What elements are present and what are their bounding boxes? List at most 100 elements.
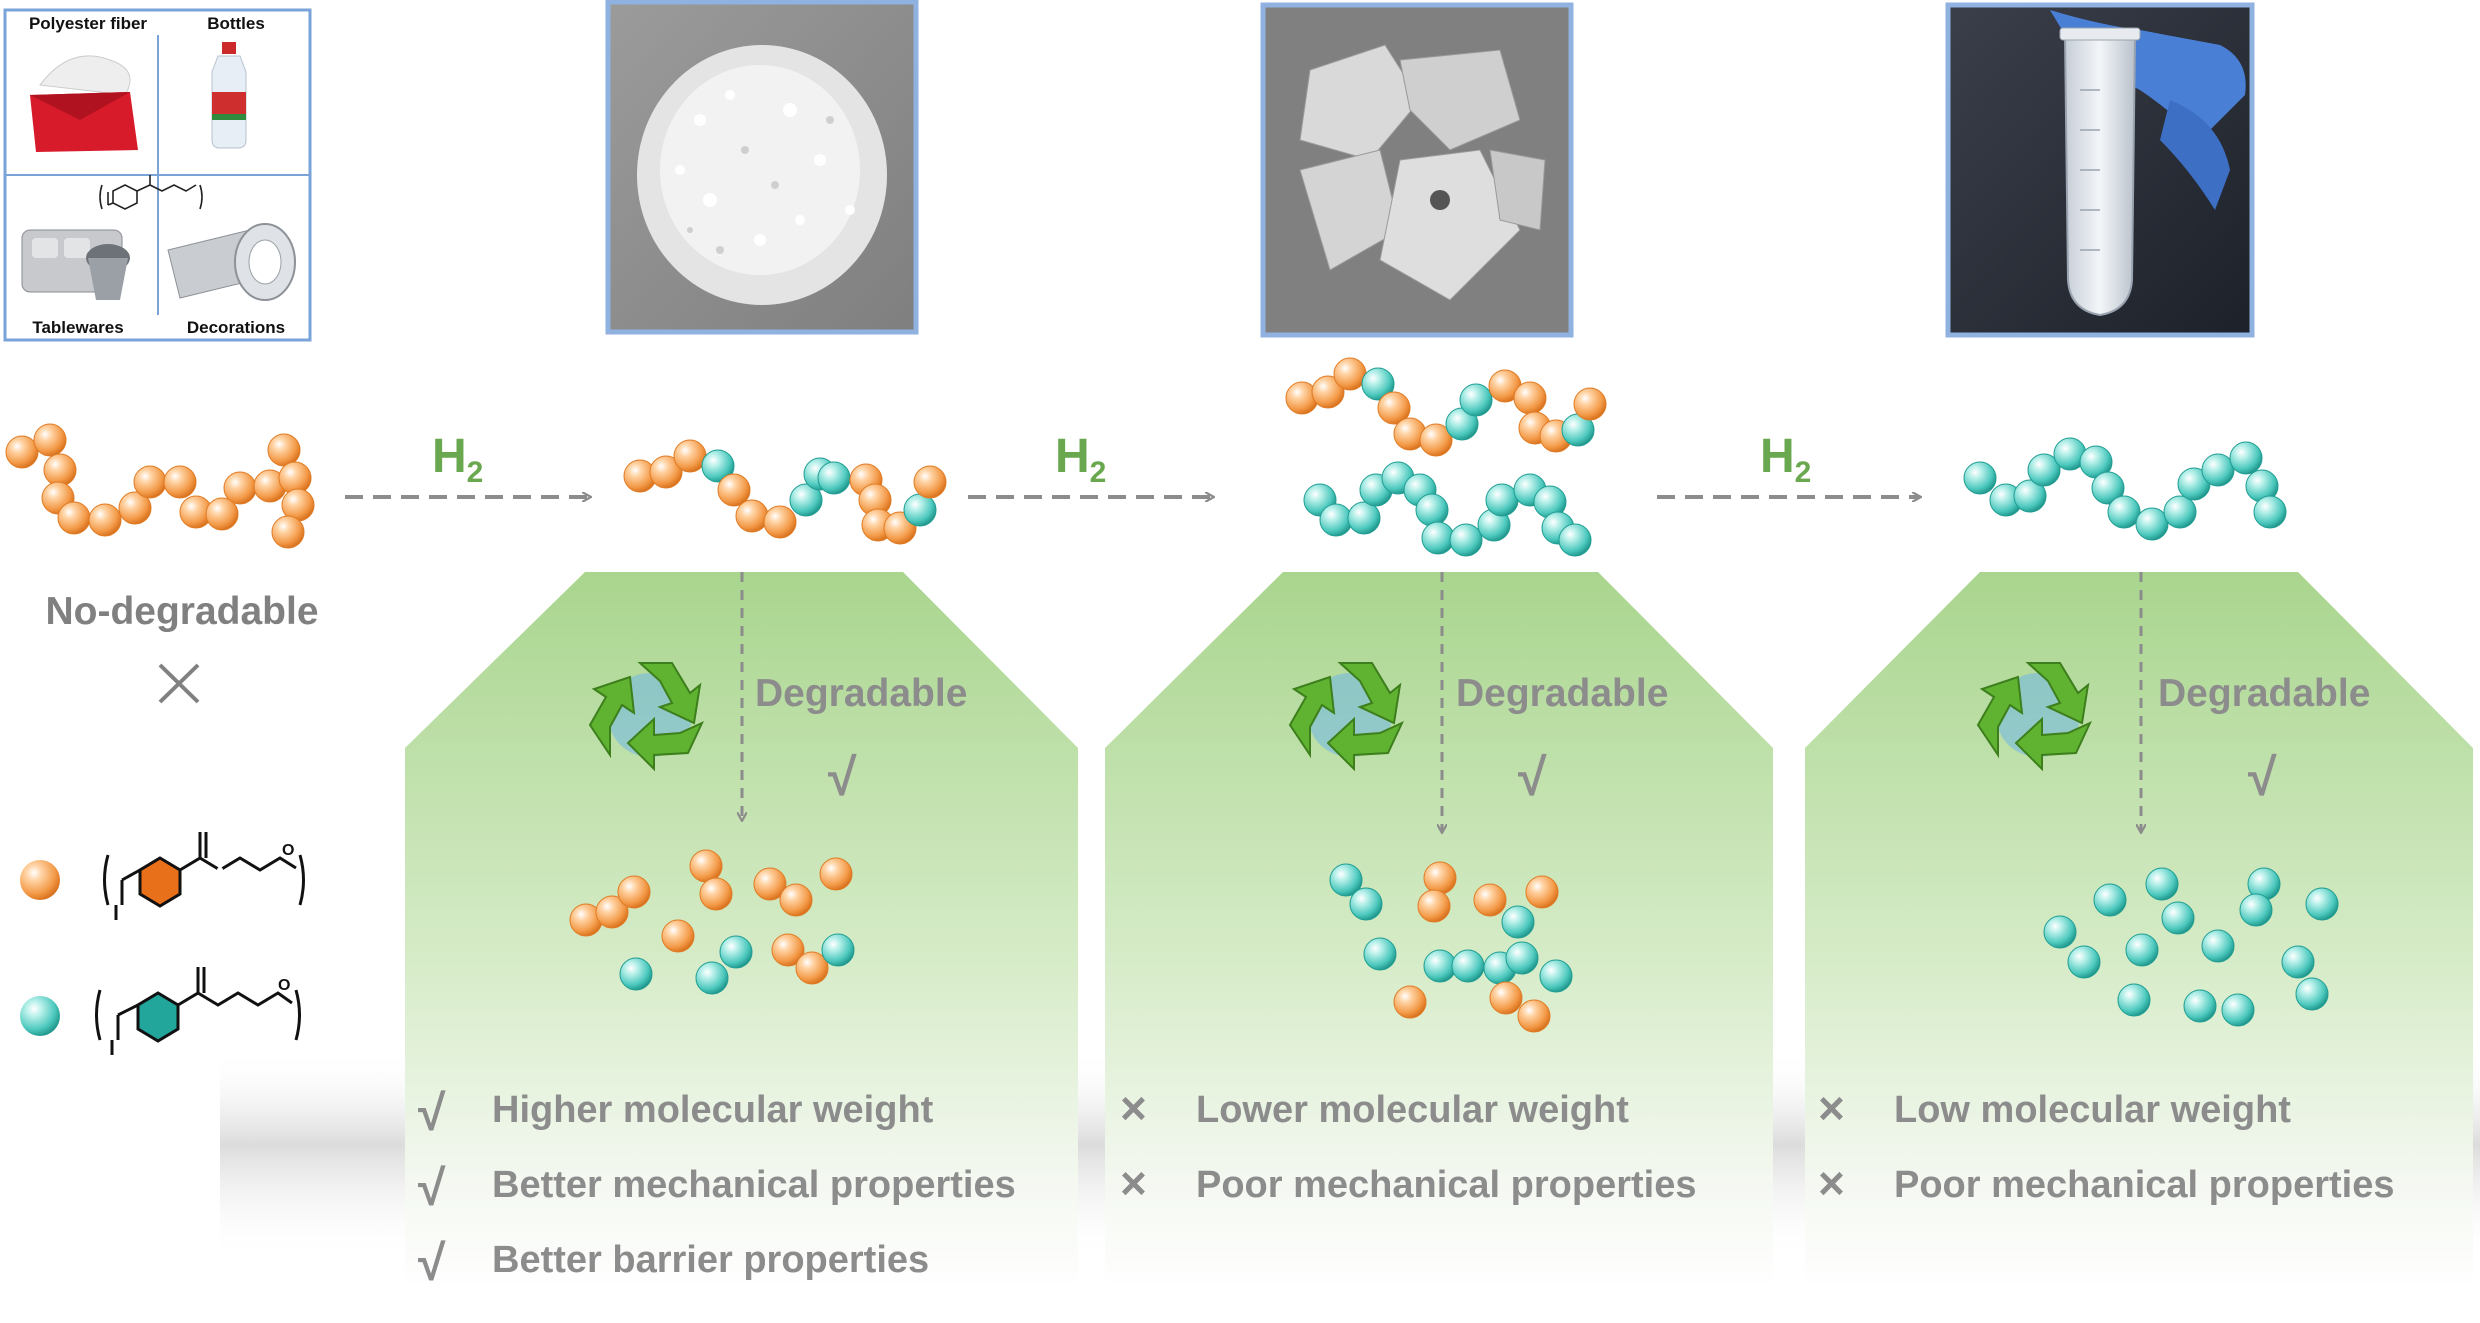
panel-3-fragment-bead bbox=[2043, 915, 2077, 949]
degradation-panels: Degradable √ √ Higher molecular weight √ Be… bbox=[405, 572, 2473, 1291]
chain-3a-bead bbox=[1377, 391, 1411, 425]
panel-2-fragment-bead bbox=[1423, 861, 1457, 895]
chain-2-bead bbox=[649, 455, 683, 489]
chain-3a-bead bbox=[1361, 367, 1395, 401]
panel-2-fragment-bead bbox=[1489, 981, 1523, 1015]
legend-orange-bead bbox=[20, 860, 60, 900]
panel-2-degradable-label: Degradable bbox=[1456, 672, 1668, 715]
product-grid: Polyester fiber Bottles Tablewares Decor… bbox=[3, 8, 312, 342]
panel-1-fragment-bead bbox=[819, 857, 853, 891]
product-label-tablewares: Tablewares bbox=[32, 318, 123, 337]
panel-1-fragment-bead bbox=[695, 961, 729, 995]
legend-pet: O bbox=[20, 832, 305, 920]
panel-2-fragment-bead bbox=[1501, 905, 1535, 939]
cross-icon: × bbox=[1818, 1082, 1845, 1134]
panel-3-properties: ×Low molecular weight×Poor mechanical pr… bbox=[1818, 1082, 2395, 1209]
chain-1-bead bbox=[43, 453, 77, 487]
check-icon: √ bbox=[418, 1160, 446, 1216]
panel-1-fragment-bead bbox=[795, 951, 829, 985]
panel-3-fragment-bead bbox=[2305, 887, 2339, 921]
chain-1-bead bbox=[88, 503, 122, 537]
cross-icon: × bbox=[1120, 1157, 1147, 1209]
svg-text:O: O bbox=[282, 842, 294, 859]
product-label-decorations: Decorations bbox=[187, 318, 285, 337]
h2-label-3: H2 bbox=[1760, 430, 1811, 489]
property-text: Higher molecular weight bbox=[492, 1089, 934, 1131]
panel-2-check: √ bbox=[1518, 749, 1547, 807]
pet-structure-small bbox=[99, 175, 203, 210]
chain-2-bead bbox=[789, 483, 823, 517]
product-label-polyester: Polyester fiber bbox=[29, 14, 147, 33]
panel-1-fragment-bead bbox=[779, 883, 813, 917]
photo-chunks bbox=[1260, 2, 1574, 338]
chain-1-bead bbox=[5, 435, 39, 469]
chain-3a-bead bbox=[1333, 357, 1367, 391]
chain-1-bead bbox=[133, 465, 167, 499]
decoration-roll-image bbox=[167, 223, 296, 301]
cross-icon bbox=[158, 663, 200, 704]
panel-3-fragment-bead bbox=[2183, 989, 2217, 1023]
panel-1-fragment-bead bbox=[719, 935, 753, 969]
chain-4-bead bbox=[2091, 471, 2125, 505]
panel-1: Degradable √ √ Higher molecular weight √ Be… bbox=[405, 572, 1078, 1291]
panel-3-fragment-bead bbox=[2281, 945, 2315, 979]
chain-4-bead bbox=[2163, 495, 2197, 529]
chain-4-bead bbox=[2135, 507, 2169, 541]
panel-3-fragment-bead bbox=[2201, 929, 2235, 963]
photo-powder bbox=[605, 0, 919, 335]
panel-3-fragment-bead bbox=[2295, 977, 2329, 1011]
chain-3b-bead bbox=[1485, 483, 1519, 517]
panel-2-fragment-bead bbox=[1349, 887, 1383, 921]
chain-2-bead bbox=[717, 473, 751, 507]
chain-3a-bead bbox=[1573, 387, 1607, 421]
panel-2-fragment-bead bbox=[1473, 883, 1507, 917]
panel-2-fragment-bead bbox=[1525, 875, 1559, 909]
chain-3a-bead bbox=[1311, 375, 1345, 409]
property-text: Poor mechanical properties bbox=[1894, 1164, 2395, 1206]
chain-3b-bead bbox=[1421, 521, 1455, 555]
chain-1-bead bbox=[223, 471, 257, 505]
panel-1-fragment-bead bbox=[661, 919, 695, 953]
panel-1-fragment-bead bbox=[617, 875, 651, 909]
panel-2: Degradable √ ×Lower molecular weight×Poo… bbox=[1105, 572, 1773, 1290]
panel-1-properties: √ Higher molecular weight √ Better mechanic… bbox=[418, 1085, 1016, 1291]
chain-4-bead bbox=[1963, 461, 1997, 495]
panel-3: Degradable √ ×Low molecular weight×Poor … bbox=[1805, 572, 2473, 1290]
panel-2-fragment-bead bbox=[1329, 863, 1363, 897]
panel-3-fragment-bead bbox=[2117, 983, 2151, 1017]
cross-icon: × bbox=[1120, 1082, 1147, 1134]
chain-4-bead bbox=[2027, 453, 2061, 487]
panel-2-properties: ×Lower molecular weight×Poor mechanical … bbox=[1120, 1082, 1697, 1209]
chain-2-bead bbox=[763, 505, 797, 539]
degradation-fragments bbox=[569, 849, 2339, 1033]
panel-2-fragment-bead bbox=[1363, 937, 1397, 971]
panel-2-fragment-bead bbox=[1505, 941, 1539, 975]
chain-1-bead bbox=[57, 501, 91, 535]
panel-1-fragment-bead bbox=[821, 933, 855, 967]
chain-2-bead bbox=[817, 461, 851, 495]
panel-1-fragment-bead bbox=[595, 895, 629, 929]
panel-1-fragment-bead bbox=[699, 877, 733, 911]
chain-4-bead bbox=[2229, 441, 2263, 475]
recycle-icon bbox=[588, 662, 705, 772]
panel-1-fragment-bead bbox=[619, 957, 653, 991]
check-icon: √ bbox=[418, 1085, 446, 1141]
chain-1-bead bbox=[118, 491, 152, 525]
panel-1-degradable-label: Degradable bbox=[755, 672, 967, 715]
chain-3b-bead bbox=[1415, 493, 1449, 527]
chain-1-bead bbox=[267, 433, 301, 467]
panel-1-fragment-bead bbox=[771, 933, 805, 967]
property-text: Better mechanical properties bbox=[492, 1164, 1016, 1206]
chain-2-bead bbox=[735, 499, 769, 533]
chain-2-bead bbox=[673, 439, 707, 473]
cross-icon: × bbox=[1818, 1157, 1845, 1209]
tableware-image bbox=[21, 229, 130, 300]
panel-3-fragment-bead bbox=[2221, 993, 2255, 1027]
panel-3-fragment-bead bbox=[2067, 945, 2101, 979]
panel-2-fragment-bead bbox=[1517, 999, 1551, 1033]
bottle-image bbox=[211, 42, 247, 149]
chain-4-bead bbox=[2013, 479, 2047, 513]
legend-pect: O bbox=[20, 967, 301, 1055]
